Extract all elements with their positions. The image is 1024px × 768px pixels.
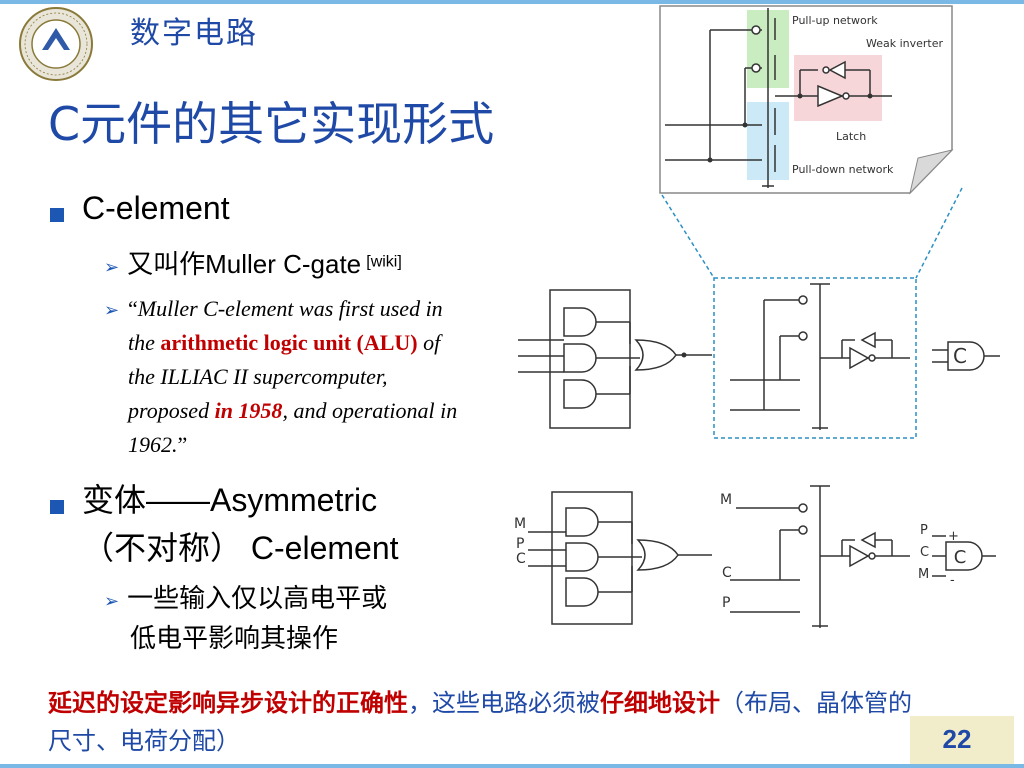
note-blue-1: ，这些电路必须被 xyxy=(408,689,600,717)
bullet-text: C-element xyxy=(82,190,230,226)
sub-bullet-text-line2: 低电平影响其操作 xyxy=(130,623,339,653)
weak-inverter-label: Weak inverter xyxy=(866,37,944,50)
quote-part-a: Muller C-element was first used in the xyxy=(128,296,443,355)
quote-highlight-alu: arithmetic logic unit (ALU) xyxy=(160,330,418,355)
bottom-rule xyxy=(0,764,1024,768)
sub-bullet-asymmetric: ➢ 一些输入仅以高电平或 低电平影响其操作 xyxy=(104,578,484,658)
plus-label: + xyxy=(948,529,959,544)
pullup-label: Pull-up network xyxy=(792,14,878,27)
top-gate-network xyxy=(518,289,712,429)
quote-close: ” xyxy=(177,432,188,457)
quote-highlight-year: in 1958 xyxy=(214,398,283,423)
note-blue-2: （布局、晶体管的尺寸、电荷分配） xyxy=(48,689,912,755)
bullet-c-element: C-element xyxy=(50,190,230,227)
note-red-2: 仔细地设计 xyxy=(600,688,720,717)
minus-label: - xyxy=(950,573,955,588)
bullet-square-icon xyxy=(50,207,64,222)
sub-bullet-text: 又叫作Muller C-gate xyxy=(127,249,362,279)
page-number: 22 xyxy=(942,724,972,754)
note-red-1: 延迟的设定影响异步设计的正确性 xyxy=(48,688,408,717)
quote-part-b: of the ILLIAC II supercomputer, proposed xyxy=(128,330,441,423)
top-rule xyxy=(0,0,1024,4)
slide-title: C元件的其它实现形式 xyxy=(48,97,495,151)
arrow-bullet-icon: ➢ xyxy=(104,257,120,278)
c-symbol-label: C xyxy=(953,344,967,368)
bullet-text-line1: 变体——Asymmetric xyxy=(82,482,378,518)
university-logo xyxy=(19,7,93,81)
transistor-c-label: C xyxy=(722,565,732,581)
bullet-asymmetric: 变体——Asymmetric （不对称） C-element xyxy=(50,476,480,572)
quote-open: “ xyxy=(128,296,138,321)
circuit-diagram-panel: Pull-up network Weak inverter Latch Pull… xyxy=(514,5,1000,628)
course-name: 数字电路 xyxy=(130,16,258,51)
arrow-bullet-icon: ➢ xyxy=(104,300,120,321)
transistor-p-label: P xyxy=(722,595,730,611)
sym-m-label: M xyxy=(918,567,929,582)
page-number-box xyxy=(910,716,1014,764)
sub-bullet-text-line1: 一些输入仅以高电平或 xyxy=(127,583,388,613)
input-c-label: C xyxy=(516,551,526,567)
bottom-transistor-network xyxy=(730,485,910,628)
transistor-m-label: M xyxy=(720,492,732,508)
c-symbol-label-2: C xyxy=(954,547,967,568)
sub-bullet-muller: ➢ 又叫作Muller C-gate [wiki] xyxy=(104,244,402,281)
bullet-square-icon xyxy=(50,499,64,514)
pulldown-label: Pull-down network xyxy=(792,163,894,176)
input-p-label: P xyxy=(516,536,524,552)
top-transistor-network xyxy=(730,283,910,430)
sym-c-label: C xyxy=(920,545,929,560)
bottom-gate-network xyxy=(528,491,712,625)
c-element-symbol-top: C xyxy=(932,341,1000,371)
latch-label: Latch xyxy=(836,130,866,143)
input-m-label: M xyxy=(514,516,526,532)
quote-text: “Muller C-element was first used in the … xyxy=(128,292,468,462)
inset-schematic: Pull-up network Weak inverter Latch Pull… xyxy=(659,5,954,195)
bottom-note: 延迟的设定影响异步设计的正确性，这些电路必须被仔细地设计（布局、晶体管的尺寸、电… xyxy=(48,684,918,760)
quote-part-c: , and operational in 1962. xyxy=(128,398,458,457)
wiki-reference-link[interactable]: [wiki] xyxy=(366,253,402,271)
arrow-bullet-icon: ➢ xyxy=(104,591,120,612)
bullet-text-line2: （不对称） C-element xyxy=(82,530,399,566)
zoom-lines xyxy=(661,187,963,439)
sym-p-label: P xyxy=(920,523,928,538)
asymmetric-c-element-symbol: P C M + - C xyxy=(918,523,996,588)
